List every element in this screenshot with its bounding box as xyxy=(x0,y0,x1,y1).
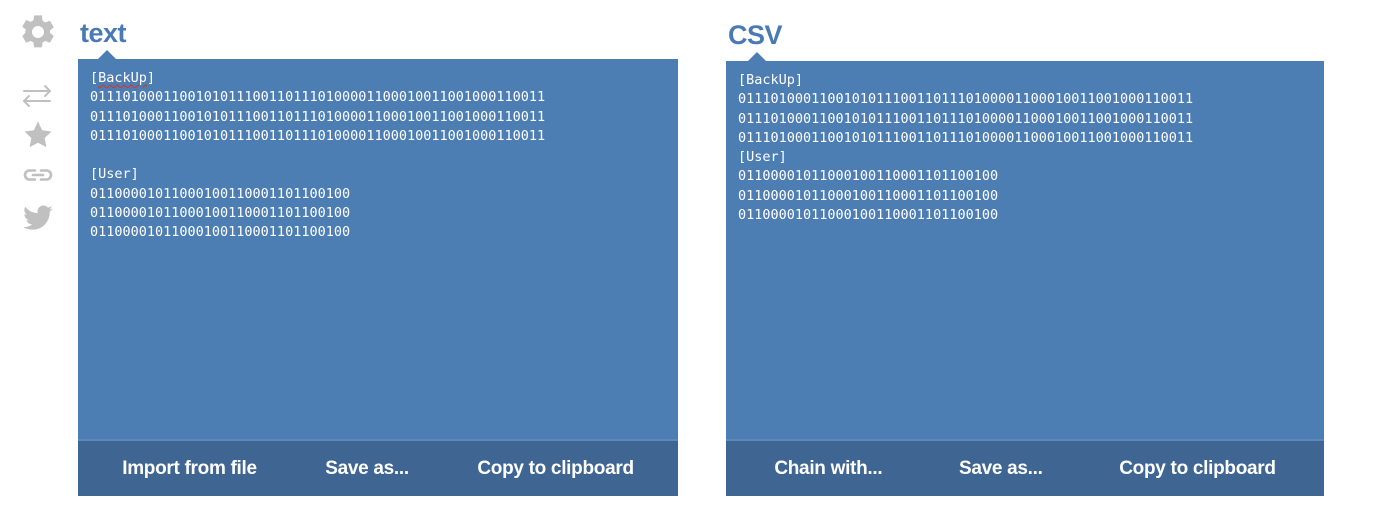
code-section-header: [BackUp] xyxy=(90,70,156,86)
save-as-button[interactable]: Save as... xyxy=(325,457,409,479)
code-content-csv[interactable]: [BackUp] 01110100011001010111001101110100… xyxy=(726,61,1324,439)
save-as-button-csv[interactable]: Save as... xyxy=(958,457,1043,479)
panel-body-csv: [BackUp] 01110100011001010111001101110100… xyxy=(726,61,1324,496)
panel-title-text: text xyxy=(80,18,127,48)
panel-body-text: [BackUp] 01110100011001010111001101110100… xyxy=(78,59,678,496)
csv-panel: CSV [BackUp] 0111010001100101011100110111… xyxy=(726,0,1324,496)
panel-pointer-caret xyxy=(98,50,116,59)
panel-title-csv: CSV xyxy=(728,20,783,50)
icon-sidebar xyxy=(0,0,76,521)
code-binary-line: 0111010001100101011100110111010000110001… xyxy=(738,91,1194,108)
code-binary-line: 01100001011000100110001101100100 xyxy=(738,207,999,224)
panel-footer-csv: Chain with... Save as... Copy to clipboa… xyxy=(726,439,1324,496)
code-section-header: [User] xyxy=(738,149,787,166)
code-content-text[interactable]: [BackUp] 01110100011001010111001101110100… xyxy=(78,59,678,439)
spellcheck-misspelled-word: BackUp xyxy=(98,70,147,86)
code-binary-line: 0111010001100101011100110111010000110001… xyxy=(90,108,546,125)
code-binary-line: 0111010001100101011100110111010000110001… xyxy=(90,127,546,144)
code-binary-line: 01100001011000100110001101100100 xyxy=(90,205,351,222)
text-panel: text [BackUp] 011101000110010101110011011… xyxy=(78,0,678,496)
copy-to-clipboard-button[interactable]: Copy to clipboard xyxy=(477,457,634,479)
code-binary-line: 0111010001100101011100110111010000110001… xyxy=(738,129,1194,146)
chain-with-button[interactable]: Chain with... xyxy=(774,457,883,479)
link-icon[interactable] xyxy=(20,155,68,195)
code-binary-line: 01100001011000100110001101100100 xyxy=(90,185,351,202)
panel-pointer-caret-csv xyxy=(748,52,766,61)
code-binary-line: 01100001011000100110001101100100 xyxy=(738,187,999,204)
import-from-file-button[interactable]: Import from file xyxy=(122,457,257,479)
exchange-arrows-icon[interactable] xyxy=(20,76,68,116)
code-binary-line: 01100001011000100110001101100100 xyxy=(90,224,351,241)
twitter-bird-icon[interactable] xyxy=(20,198,68,238)
code-binary-line: 01100001011000100110001101100100 xyxy=(738,168,999,185)
code-binary-line: 0111010001100101011100110111010000110001… xyxy=(738,110,1194,127)
copy-to-clipboard-button-csv[interactable]: Copy to clipboard xyxy=(1119,457,1276,479)
code-section-header: [BackUp] xyxy=(738,72,804,88)
code-binary-line: 0111010001100101011100110111010000110001… xyxy=(90,89,546,106)
code-blank-line xyxy=(90,146,666,165)
code-section-header: [User] xyxy=(90,166,139,183)
gear-icon[interactable] xyxy=(18,12,66,52)
panel-footer-text: Import from file Save as... Copy to clip… xyxy=(78,439,678,496)
star-icon[interactable] xyxy=(20,115,68,155)
